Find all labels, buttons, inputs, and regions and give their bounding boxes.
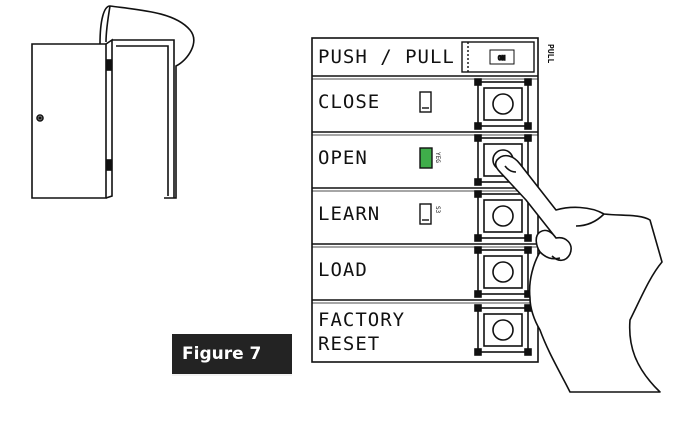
row-label-close: CLOSE [318, 91, 381, 113]
figure-caption: Figure 7 [172, 334, 292, 376]
led-open [419, 147, 433, 169]
led-learn-text: S3 [434, 206, 441, 214]
header-label: PUSH / PULL [318, 46, 455, 68]
led-open-text: YEG [434, 152, 441, 163]
control-panel [311, 37, 539, 363]
push-button-icon[interactable] [474, 304, 532, 356]
row-label-open: OPEN [318, 147, 368, 169]
switch-tiny-text: ON [498, 55, 506, 62]
toggle-switch-icon[interactable]: ON [461, 41, 535, 73]
push-buttons [474, 78, 532, 356]
push-button-icon[interactable] [474, 190, 532, 242]
row-label-learn: LEARN [318, 203, 381, 225]
hand-icon [494, 154, 663, 393]
door-icon [31, 5, 195, 199]
switch-side-label: PULL [546, 44, 555, 63]
figure-caption-text: Figure 7 [182, 344, 262, 364]
row-label-factory: FACTORY [318, 309, 406, 331]
row-label-reset: RESET [318, 333, 381, 355]
row-label-load: LOAD [318, 259, 368, 281]
led-learn [419, 203, 432, 225]
push-button-icon[interactable] [474, 78, 532, 130]
led-close [419, 91, 432, 113]
push-button-icon[interactable] [474, 246, 532, 298]
